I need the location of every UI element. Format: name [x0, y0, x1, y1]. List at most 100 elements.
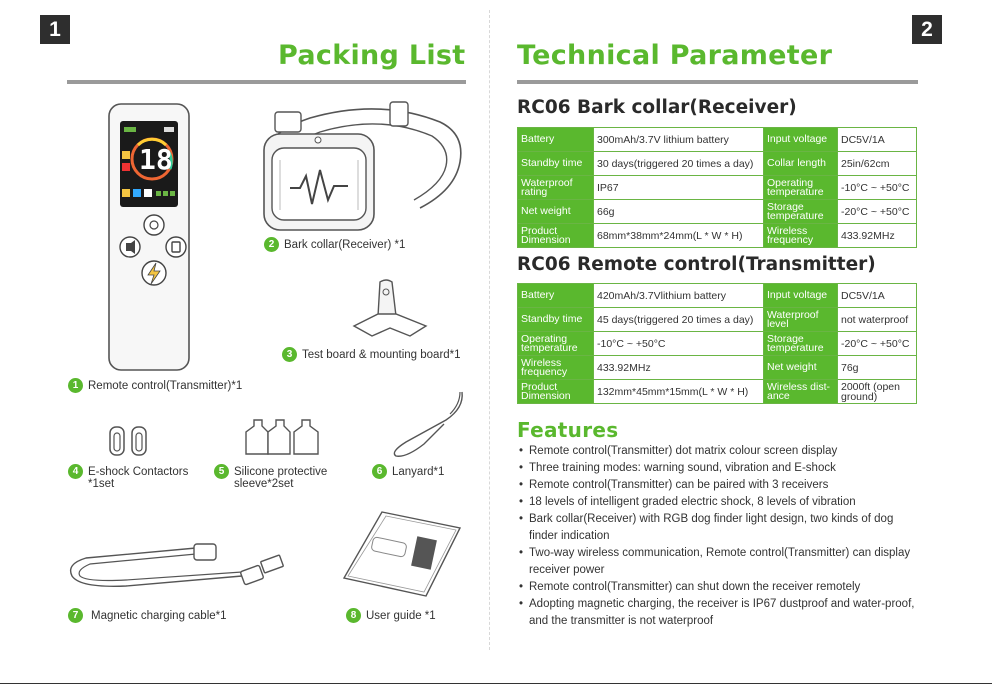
- receiver-spec-table: Battery 300mAh/3.7V lithium battery Inpu…: [517, 127, 917, 248]
- table-row: Waterproof rating IP67 Operating tempera…: [517, 175, 917, 200]
- technical-title-rule: [517, 80, 918, 84]
- item-label-line1: Silicone protective: [234, 466, 328, 478]
- spec-key: Battery: [517, 127, 594, 152]
- spec-value: 76g: [837, 355, 917, 380]
- spec-key: Wireless frequency: [517, 355, 594, 380]
- spec-key: Collar length: [763, 151, 838, 176]
- list-item: Three training modes: warning sound, vib…: [519, 460, 919, 477]
- spec-value: -20°C ~ +50°C: [837, 199, 917, 224]
- list-item: Bark collar(Receiver) with RGB dog finde…: [519, 511, 919, 545]
- lanyard-illustration: [393, 391, 463, 457]
- transmitter-spec-table: Battery 420mAh/3.7Vlithium battery Input…: [517, 283, 917, 404]
- list-item: Remote control(Transmitter) can shut dow…: [519, 579, 919, 596]
- spec-key: Net weight: [763, 355, 838, 380]
- spec-value: 66g: [593, 199, 764, 224]
- spec-key: Product Dimension: [517, 223, 594, 248]
- transmitter-section-title: RC06 Remote control(Transmitter): [517, 254, 876, 275]
- list-item: Remote control(Transmitter) dot matrix c…: [519, 443, 919, 460]
- table-row: Standby time 30 days(triggered 20 times …: [517, 151, 917, 176]
- item-number-badge: 2: [264, 237, 279, 252]
- spec-key: Product Dimension: [517, 379, 594, 404]
- spec-value: 45 days(triggered 20 times a day): [593, 307, 764, 332]
- table-row: Battery 300mAh/3.7V lithium battery Inpu…: [517, 127, 917, 152]
- packing-item-charging-cable: 7 Magnetic charging cable*1: [68, 608, 227, 623]
- bark-collar-illustration: [263, 101, 462, 231]
- item-label-line2: sleeve*2set: [234, 478, 294, 490]
- table-row: Wireless frequency 433.92MHz Net weight …: [517, 355, 917, 380]
- features-title: Features: [517, 418, 619, 442]
- spec-key: Operating temperature: [763, 175, 838, 200]
- packing-item-test-board: 3 Test board & mounting board*1: [282, 347, 461, 362]
- spec-key: Storage temperature: [763, 199, 838, 224]
- item-label: User guide *1: [366, 610, 436, 622]
- user-guide-illustration: [342, 511, 462, 597]
- list-item: Remote control(Transmitter) can be paire…: [519, 477, 919, 494]
- list-item: 18 levels of intelligent graded electric…: [519, 494, 919, 511]
- spec-key: Standby time: [517, 307, 594, 332]
- spec-value: 433.92MHz: [837, 223, 917, 248]
- spec-value: IP67: [593, 175, 764, 200]
- table-row: Product Dimension 132mm*45mm*15mm(L * W …: [517, 379, 917, 404]
- test-board-illustration: [352, 279, 428, 337]
- item-number-badge: 1: [68, 378, 83, 393]
- page-number-left: 1: [40, 15, 70, 44]
- table-row: Operating temperature -10°C ~ +50°C Stor…: [517, 331, 917, 356]
- remote-display-number: 18: [139, 143, 173, 176]
- spec-key: Input voltage: [763, 283, 838, 308]
- spec-value: -10°C ~ +50°C: [837, 175, 917, 200]
- packing-item-user-guide: 8 User guide *1: [346, 608, 436, 623]
- page-number-right: 2: [912, 15, 942, 44]
- packing-item-lanyard: 6 Lanyard*1: [372, 464, 445, 479]
- item-label-line2: *1set: [88, 478, 115, 490]
- spec-value: 68mm*38mm*24mm(L * W * H): [593, 223, 764, 248]
- item-number-badge: 7: [68, 608, 83, 623]
- technical-parameter-title: Technical Parameter: [517, 40, 833, 71]
- item-label: E-shock Contactors *1set: [88, 466, 188, 490]
- item-label: Test board & mounting board*1: [302, 349, 461, 361]
- item-number-badge: 5: [214, 464, 229, 479]
- spec-value: -20°C ~ +50°C: [837, 331, 917, 356]
- spec-value: -10°C ~ +50°C: [593, 331, 764, 356]
- receiver-section-title: RC06 Bark collar(Receiver): [517, 97, 797, 118]
- item-label: Lanyard*1: [392, 466, 445, 478]
- packing-item-remote-control: 1 Remote control(Transmitter)*1: [68, 378, 243, 393]
- item-number-badge: 4: [68, 464, 83, 479]
- spec-key: Wireless frequency: [763, 223, 838, 248]
- spec-key: Waterproof rating: [517, 175, 594, 200]
- list-item: Adopting magnetic charging, the receiver…: [519, 596, 919, 630]
- table-row: Product Dimension 68mm*38mm*24mm(L * W *…: [517, 223, 917, 248]
- packing-title-rule: [67, 80, 466, 84]
- packing-item-e-shock-contactors: 4 E-shock Contactors *1set: [68, 464, 188, 490]
- packing-item-silicone-sleeve: 5 Silicone protective sleeve*2set: [214, 464, 327, 490]
- page-divider: [489, 10, 490, 650]
- item-number-badge: 8: [346, 608, 361, 623]
- table-row: Standby time 45 days(triggered 20 times …: [517, 307, 917, 332]
- spec-value: not waterproof: [837, 307, 917, 332]
- spec-key: Input voltage: [763, 127, 838, 152]
- e-shock-contactors-illustration: [109, 426, 147, 456]
- item-label-line1: E-shock Contactors: [88, 466, 189, 478]
- spec-value: 2000ft (open ground): [837, 379, 917, 404]
- remote-control-illustration: [108, 103, 190, 371]
- spec-value: 420mAh/3.7Vlithium battery: [593, 283, 764, 308]
- spec-key: Storage temperature: [763, 331, 838, 356]
- item-number-badge: 6: [372, 464, 387, 479]
- spec-value: 300mAh/3.7V lithium battery: [593, 127, 764, 152]
- table-row: Battery 420mAh/3.7Vlithium battery Input…: [517, 283, 917, 308]
- spec-value: DC5V/1A: [837, 127, 917, 152]
- item-label: Magnetic charging cable*1: [91, 610, 227, 622]
- charging-cable-illustration: [69, 543, 284, 587]
- spec-value: 433.92MHz: [593, 355, 764, 380]
- spec-key: Battery: [517, 283, 594, 308]
- item-number-badge: 3: [282, 347, 297, 362]
- silicone-sleeve-illustration: [245, 419, 319, 455]
- spec-key: Operating temperature: [517, 331, 594, 356]
- item-label: Remote control(Transmitter)*1: [88, 380, 243, 392]
- spec-key: Net weight: [517, 199, 594, 224]
- item-label: Silicone protective sleeve*2set: [234, 466, 327, 490]
- list-item: Two-way wireless communication, Remote c…: [519, 545, 919, 579]
- spec-value: 25in/62cm: [837, 151, 917, 176]
- spec-key: Wireless dist-ance: [763, 379, 838, 404]
- spec-key: Standby time: [517, 151, 594, 176]
- spec-value: 132mm*45mm*15mm(L * W * H): [593, 379, 764, 404]
